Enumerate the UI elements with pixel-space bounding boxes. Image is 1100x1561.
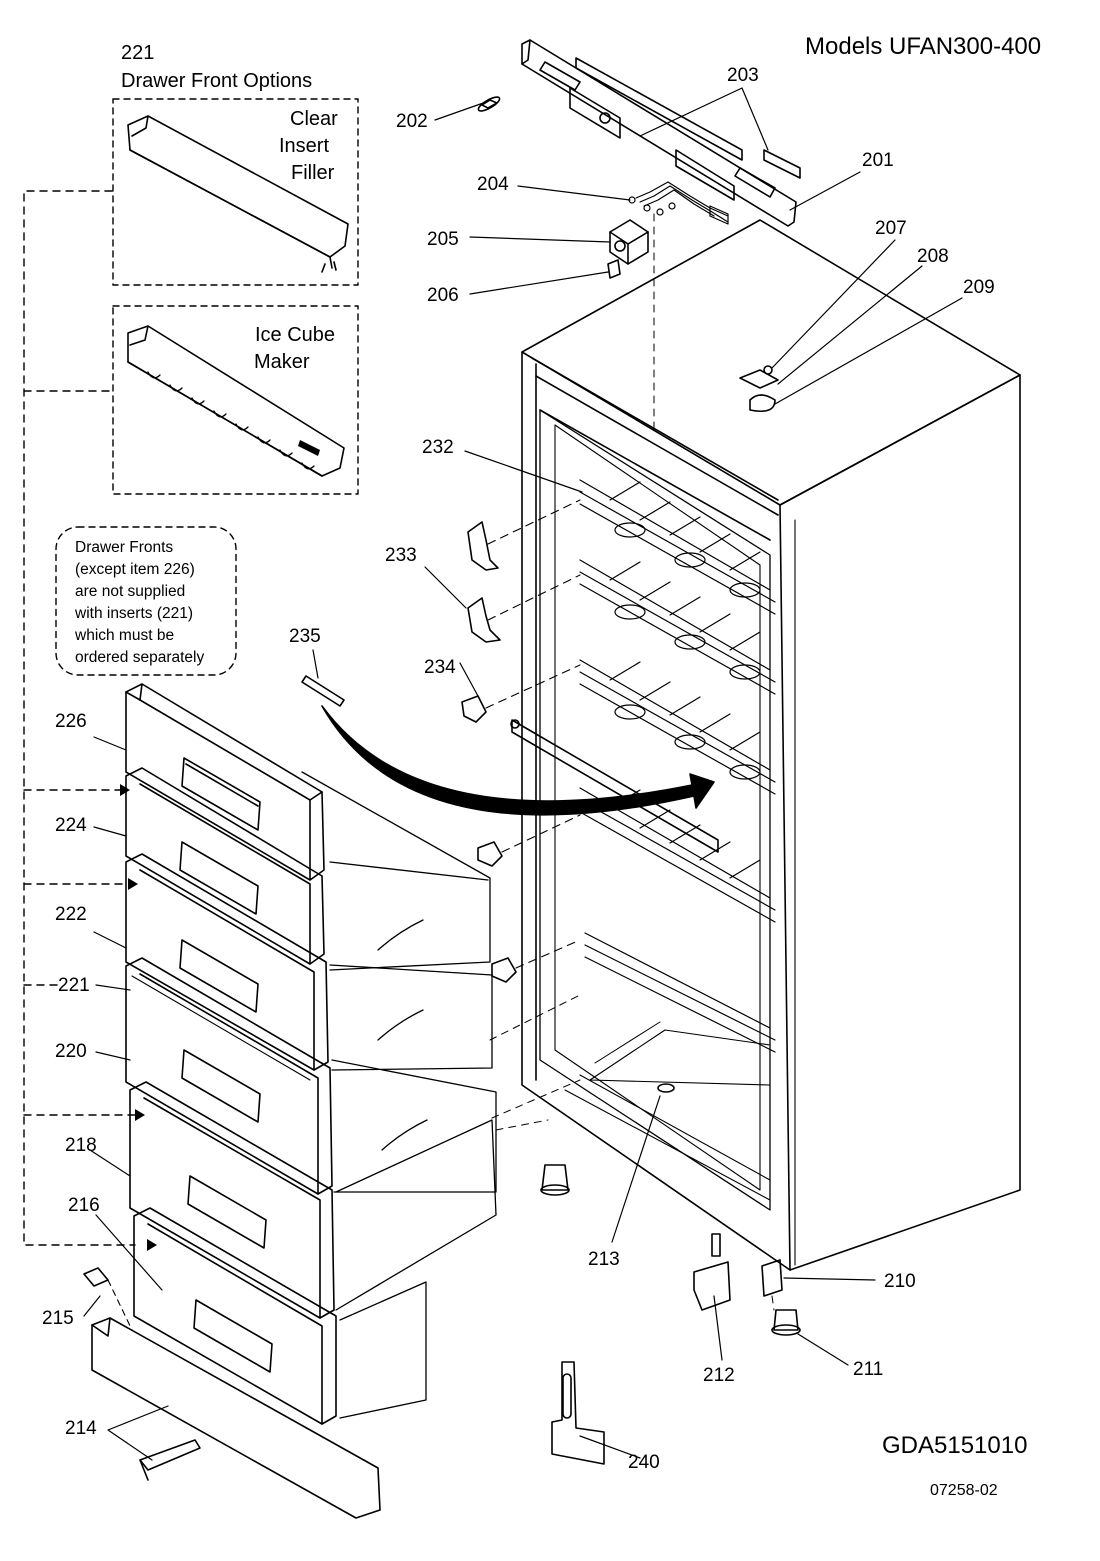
ice-cube-line-2: Maker [254,351,310,373]
clear-insert-line-3: Filler [291,162,335,184]
note-line-5: which must be [75,627,175,644]
label-211: 211 [853,1359,884,1380]
options-title: Drawer Front Options [121,70,313,92]
label-240: 240 [628,1452,660,1473]
label-215: 215 [42,1308,74,1329]
ice-cube-maker-part [127,325,345,477]
drawer-front-216 [133,1207,337,1425]
top-grille [481,39,801,227]
label-218: 218 [65,1135,97,1156]
part-235-pin [301,675,345,707]
label-204: 204 [477,174,509,195]
label-235: 235 [289,626,321,647]
label-206: 206 [427,285,459,306]
drawer-front-226 [125,683,325,881]
label-221: 221 [58,975,90,996]
leader-lines [83,87,963,1461]
clear-insert-line-2: Insert [279,135,330,157]
clear-insert-line-1: Clear [290,108,338,130]
label-203: 203 [727,65,759,86]
assembly-arrow [321,705,715,816]
base-kickplate [83,1267,381,1519]
part-202-handle [477,96,501,112]
bracket-arrowheads [120,784,157,1251]
note-line-4: with inserts (221) [75,605,194,622]
bottom-hinge [693,1233,731,1311]
note-line-3: are not supplied [75,583,186,600]
leveling-feet [540,1164,801,1336]
note-line-2: (except item 226) [75,561,195,578]
drawer-baskets [301,771,497,1419]
drawer-front-220 [125,957,333,1195]
note-line-1: Drawer Fronts [75,539,174,556]
label-226: 226 [55,711,87,732]
clear-insert-filler-part [127,115,349,273]
label-207: 207 [875,218,907,239]
alignment-lines [489,213,775,1311]
drawer-front-218 [129,1081,335,1319]
drawer-front-224 [125,767,325,965]
part-240-tool [551,1361,605,1465]
label-210: 210 [884,1271,916,1292]
part-213-stopper [657,1083,675,1093]
label-232: 232 [422,437,454,458]
label-224: 224 [55,815,87,836]
label-220: 220 [55,1041,87,1062]
cabinet-body [521,219,1021,1271]
label-209: 209 [963,277,995,298]
label-216: 216 [68,1195,100,1216]
diagram-code: GDA5151010 [882,1432,1028,1459]
label-212: 212 [703,1365,735,1386]
label-208: 208 [917,246,949,267]
note-box [55,526,237,676]
drawer-front-222 [125,853,329,1081]
label-222: 222 [55,904,87,925]
label-233: 233 [385,545,417,566]
label-202: 202 [396,111,428,132]
shelf-brackets [461,499,581,983]
ice-cube-maker-box [112,305,359,495]
label-213: 213 [588,1249,620,1270]
label-205: 205 [427,229,459,250]
label-214: 214 [65,1418,97,1439]
part-210-plate [761,1259,783,1297]
thermostat [607,219,649,279]
clear-insert-filler-box [112,98,359,286]
note-line-6: ordered separately [75,649,205,666]
models-title: Models UFAN300-400 [805,33,1042,60]
ice-cube-line-1: Ice Cube [255,324,336,346]
options-dashed-bracket [23,190,136,1246]
diagram-reference: 07258-02 [930,1482,998,1499]
options-number: 221 [121,42,155,64]
top-hinge-parts [739,365,779,413]
label-234: 234 [424,657,456,678]
cooling-shelves [579,479,776,1053]
label-201: 201 [862,150,894,171]
